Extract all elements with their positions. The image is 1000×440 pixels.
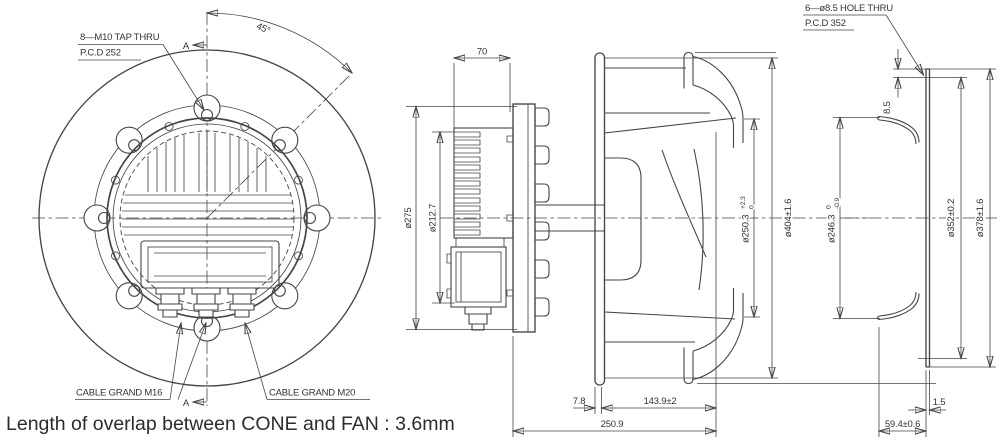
dim-250-9: 250.9 [513,336,716,437]
motor-cooling-fins [122,131,294,236]
dim-d250-tol-upper: +2.3 [740,196,747,209]
motor-fin-slats [453,131,481,236]
projection-lines [695,52,936,384]
dim-59-4-label: 59.4±0.6 [885,419,920,430]
tap-note-leader [162,44,204,111]
dim-d275-label: ø275 [403,208,414,229]
cone-view: 6—ø8.5 HOLE THRU P.C.D 352 8.5 ø246.3 0 … [803,3,997,437]
dim-59-4: 59.4±0.6 [879,327,926,437]
dim-d246-3: ø246.3 0 -0.9 [824,118,880,319]
side-view: 70 ø275 ø212.7 ø250.3 +2.3 0 ø404±1.6 [402,47,936,437]
dim-d212-label: ø212.7 [428,204,439,232]
terminal-box-front [140,240,280,289]
dim-8-5: 8.5 [881,49,996,116]
hole-note-underline [803,14,886,31]
tap-note-underline [78,44,163,61]
tap-note-line1: 8—M10 TAP THRU [80,32,160,43]
terminal-box-side [450,246,507,308]
hole-note-line1: 6—ø8.5 HOLE THRU [805,3,893,14]
overlap-caption: Length of overlap between CONE and FAN :… [6,413,455,435]
dim-d246-tol-upper: 0 [826,205,833,209]
tap-note-line2: P.C.D 252 [80,48,121,59]
impeller-side [535,51,936,386]
dim-angle-45: 45° [207,13,352,73]
dim-70-label: 70 [477,47,487,58]
dim-d212-7: ø212.7 [426,132,455,303]
dim-d404-label: ø404±1.6 [783,199,794,237]
dim-7-8: 7.8 [573,387,602,414]
inlet-cone [876,68,967,368]
note-tap-holes: 8—M10 TAP THRU P.C.D 252 [78,32,204,110]
dim-143-9-label: 143.9±2 [644,396,677,407]
flange-castellations [534,107,550,317]
angle-45-label: 45° [254,21,271,37]
m16-leader-1 [169,323,181,400]
hole-note-line2: P.C.D 352 [805,18,846,29]
hole-note-leader [885,14,924,75]
section-label-top: A [183,41,190,52]
cable-gland-side [464,306,492,331]
note-cable-glands: CABLE GRAND M16 CABLE GRAND M20 [75,323,370,400]
dim-d246-tol-lower: -0.9 [834,198,841,209]
dim-d275: ø275 [402,107,517,330]
dim-143-9: 143.9±2 [602,132,717,437]
cone-bell-bottom [876,291,920,321]
m16-leader-2 [177,323,206,400]
dim-1-5-label: 1.5 [933,397,946,408]
dim-d378-label: ø378±1.6 [975,199,986,237]
impeller-backplate [594,52,606,386]
dim-1-5: 1.5 [908,370,946,415]
dim-7-8-label: 7.8 [573,396,586,407]
cable-glands-front [155,287,257,318]
section-markers: A A [183,41,207,409]
dim-250-9-label: 250.9 [601,419,624,430]
dim-70: 70 [454,47,510,128]
cable-gland-m16-label: CABLE GRAND M16 [76,388,162,399]
dim-d246-label: ø246.3 [827,215,838,243]
m20-leader [245,323,268,400]
section-label-bottom: A [183,398,190,409]
shaft-lines [535,204,605,232]
dim-d250-tol-lower: 0 [749,205,756,209]
dim-d250-label: ø250.3 [741,215,752,243]
dim-d250-3: ø250.3 +2.3 0 [739,119,760,317]
motor-clips [506,135,514,297]
dim-8-5-label: 8.5 [882,101,893,114]
flange-plate [512,103,536,333]
motor-housing-rim [106,117,308,319]
dim-d404: ø404±1.6 [604,58,796,378]
front-view: 45° A A 8—M10 TAP THRU P.C.D 252 CABLE G… [32,12,382,409]
cone-flange-plate [925,68,931,368]
hub-cup [604,157,642,281]
mounting-flange-side [512,103,550,333]
note-hole-thru: 6—ø8.5 HOLE THRU P.C.D 352 [803,3,924,75]
flange-screws [111,122,303,261]
dim-d352: ø352±0.2 [945,78,961,359]
shroud-top [683,51,744,148]
angle-dimension-arc [207,13,352,73]
shroud-bottom [683,288,744,385]
impeller-blades [604,67,737,343]
cable-gland-m20-label: CABLE GRAND M20 [269,388,355,399]
dim-d378: ø378±1.6 [926,69,996,367]
mounting-lugs [83,94,331,342]
cone-bell-top [876,115,920,145]
dim-d352-label: ø352±0.2 [946,199,957,237]
motor-side [446,127,514,331]
